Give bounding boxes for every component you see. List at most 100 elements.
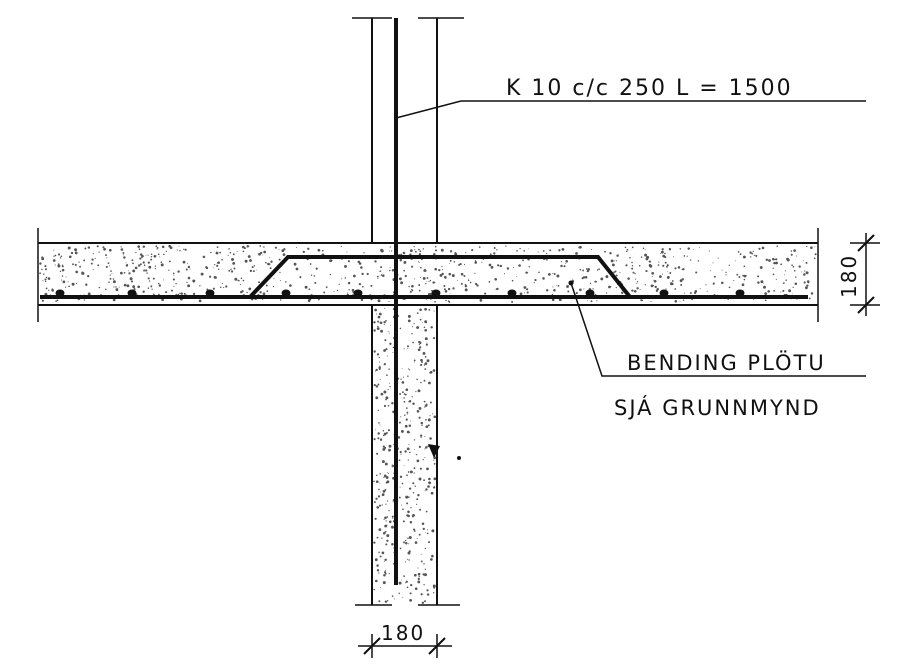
concrete-speckle [380, 392, 384, 396]
concrete-speckle [626, 250, 628, 253]
concrete-speckle [648, 260, 651, 263]
concrete-speckle [432, 281, 435, 284]
concrete-speckle [392, 346, 395, 349]
concrete-speckle [660, 252, 662, 255]
concrete-speckle [495, 288, 498, 290]
concrete-speckle [258, 281, 260, 284]
concrete-speckle [538, 271, 540, 274]
concrete-speckle [806, 284, 809, 287]
concrete-speckle [705, 284, 707, 286]
concrete-speckle [329, 259, 333, 263]
concrete-speckle [780, 263, 783, 266]
concrete-speckle [497, 264, 500, 267]
concrete-speckle [108, 281, 110, 283]
concrete-speckle [407, 347, 409, 349]
concrete-speckle [386, 500, 389, 502]
concrete-speckle [418, 340, 421, 344]
concrete-speckle [123, 271, 126, 274]
concrete-speckle [474, 272, 476, 274]
slab-thickness-dimension [850, 233, 880, 316]
concrete-speckle [775, 258, 778, 261]
concrete-speckle [802, 260, 804, 262]
concrete-speckle [429, 279, 432, 282]
concrete-speckle [420, 276, 422, 278]
concrete-speckle [159, 256, 161, 258]
concrete-speckle [553, 289, 556, 292]
concrete-speckle [803, 273, 806, 276]
concrete-speckle [387, 429, 390, 432]
concrete-speckle [158, 293, 160, 296]
concrete-speckle [147, 261, 150, 264]
concrete-speckle [424, 600, 426, 603]
concrete-speckle [669, 272, 672, 274]
concrete-speckle [418, 261, 420, 263]
concrete-speckle [650, 300, 652, 303]
concrete-speckle [420, 436, 422, 438]
concrete-speckle [683, 255, 686, 257]
concrete-speckle [488, 263, 492, 267]
concrete-speckle [408, 559, 410, 561]
concrete-speckle [641, 299, 644, 302]
concrete-speckle [158, 284, 161, 287]
concrete-speckle [61, 268, 65, 272]
concrete-speckle [380, 266, 383, 269]
concrete-speckle [78, 261, 80, 263]
rebar-dot [507, 289, 517, 297]
concrete-speckle [137, 285, 141, 289]
slab-note-line1: BENDING PLÖTU [627, 350, 826, 375]
concrete-speckle [398, 496, 401, 499]
concrete-speckle [97, 264, 100, 267]
concrete-speckle [408, 368, 410, 370]
concrete-speckle [405, 407, 408, 409]
concrete-speckle [432, 337, 436, 340]
concrete-speckle [411, 265, 414, 268]
concrete-speckle [434, 249, 438, 252]
concrete-speckle [379, 312, 382, 316]
concrete-speckle [122, 252, 125, 254]
concrete-speckle [542, 250, 545, 252]
concrete-speckle [793, 269, 796, 272]
concrete-speckle [329, 273, 332, 276]
concrete-speckle [229, 252, 232, 254]
concrete-speckle [74, 263, 77, 266]
concrete-speckle [642, 247, 645, 250]
concrete-speckle [45, 276, 48, 279]
concrete-speckle [378, 552, 380, 554]
concrete-speckle [619, 272, 621, 274]
concrete-speckle [378, 600, 381, 603]
concrete-speckle [185, 268, 188, 271]
concrete-speckle [380, 274, 383, 276]
concrete-speckle [610, 259, 614, 263]
concrete-speckle [388, 448, 391, 452]
concrete-speckle [383, 476, 385, 479]
concrete-speckle [407, 510, 410, 514]
concrete-speckle [519, 292, 523, 296]
concrete-speckle [653, 280, 657, 283]
concrete-speckle [382, 430, 385, 432]
concrete-speckle [54, 254, 57, 257]
concrete-speckle [419, 346, 422, 349]
concrete-speckle [772, 267, 774, 269]
concrete-speckle [110, 270, 112, 272]
concrete-speckle [84, 247, 87, 250]
concrete-speckle [443, 285, 446, 287]
concrete-speckle [697, 260, 700, 262]
concrete-speckle [379, 270, 382, 273]
concrete-speckle [737, 251, 740, 253]
concrete-speckle [347, 260, 350, 263]
concrete-speckle [377, 495, 381, 498]
concrete-speckle [572, 278, 574, 280]
concrete-speckle [733, 279, 735, 281]
concrete-speckle [94, 257, 96, 259]
concrete-speckle [108, 248, 112, 252]
concrete-speckle [353, 274, 356, 278]
concrete-speckle [87, 246, 91, 249]
concrete-speckle [471, 249, 474, 252]
concrete-speckle [175, 282, 177, 285]
concrete-speckle [634, 272, 636, 275]
concrete-speckle [409, 599, 412, 602]
concrete-speckle [278, 249, 280, 251]
concrete-speckle [249, 259, 252, 262]
concrete-speckle [566, 285, 569, 288]
concrete-speckle [666, 265, 668, 268]
